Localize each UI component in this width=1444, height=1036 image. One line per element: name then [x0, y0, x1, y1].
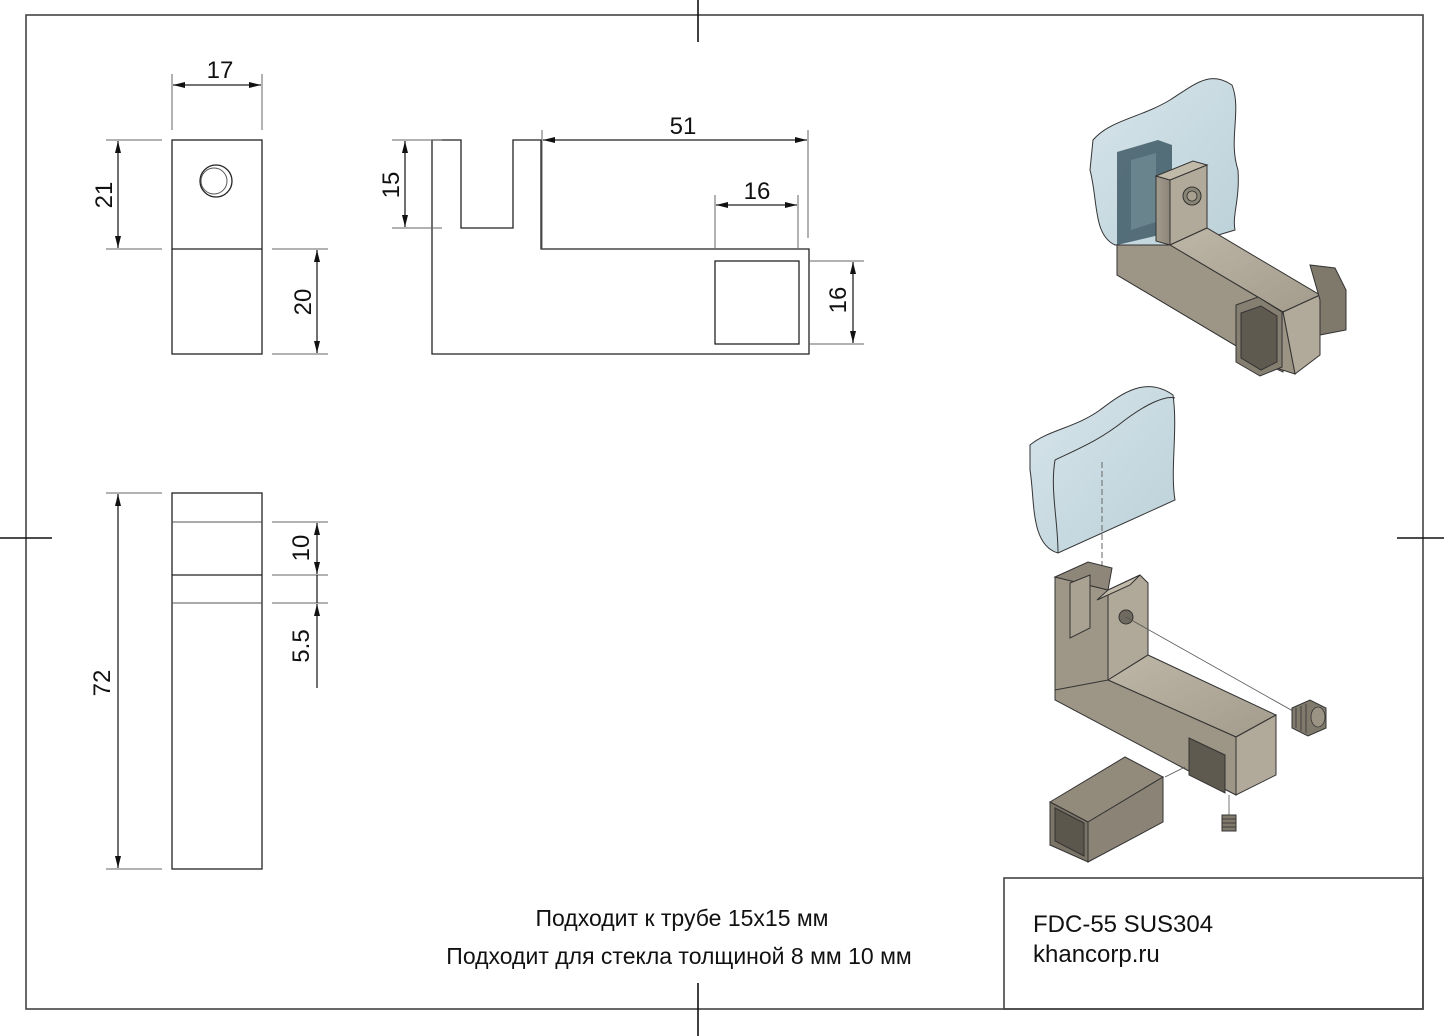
dim-offset-label: 5.5	[288, 629, 315, 662]
dim-lower-height-label: 20	[290, 289, 317, 316]
dim-upper-height-label: 21	[91, 182, 118, 209]
title-block: FDC-55 SUS304 khancorp.ru	[1003, 877, 1424, 1010]
note-tube-size: Подходит к трубе 15х15 мм	[535, 905, 828, 931]
glass-panel-exploded	[1029, 386, 1176, 554]
title-block-frame	[1003, 877, 1424, 1010]
note-glass-thickness: Подходит для стекла толщиной 8 мм 10 мм	[446, 943, 911, 969]
side-view-outline	[171, 492, 263, 870]
tube-socket-square	[714, 260, 800, 345]
website-label: khancorp.ru	[1033, 941, 1160, 968]
dim-tube-width-label: 16	[744, 178, 771, 205]
dim-tube-height-label: 16	[825, 287, 852, 314]
square-tube-piece	[1048, 756, 1165, 863]
dim-slot-height-label: 10	[288, 535, 315, 562]
side-view: 72 10 5.5	[89, 492, 328, 870]
top-view: 17 21 20	[91, 57, 328, 355]
dim-length-label: 51	[670, 113, 697, 140]
front-view-outline	[431, 139, 810, 355]
model-label: FDC-55 SUS304	[1033, 911, 1213, 938]
notes: Подходит к трубе 15х15 мм Подходит для с…	[446, 905, 911, 969]
dim-slot-depth-label: 15	[378, 172, 405, 199]
screw-hole-icon	[199, 164, 233, 198]
set-screw-small-icon	[1221, 814, 1237, 832]
dim-width-label: 17	[207, 57, 234, 84]
screw-hole-inner	[200, 167, 228, 195]
top-view-outline	[171, 139, 263, 355]
dim-total-height-label: 72	[89, 670, 116, 697]
iso-assembled-view	[1089, 78, 1347, 377]
sheet-frame	[25, 14, 1424, 1010]
iso-exploded-view	[1029, 386, 1327, 863]
set-screw-large-icon	[1291, 699, 1327, 737]
front-view: 15 51 16 16	[378, 113, 864, 355]
